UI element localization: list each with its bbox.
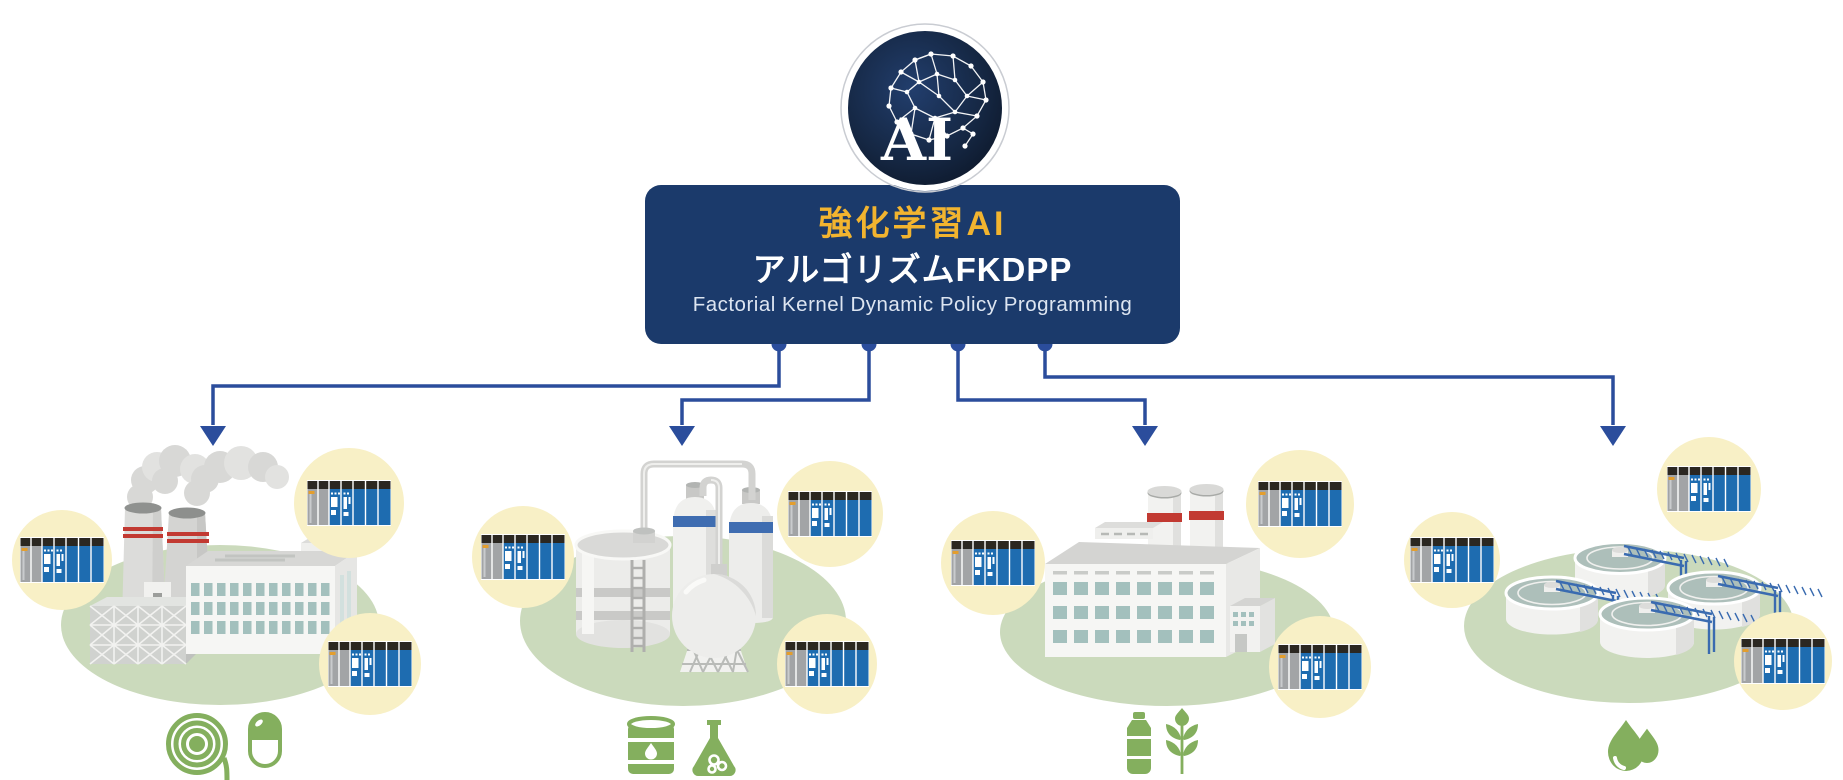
badge-outer-ring — [840, 23, 1010, 193]
ladder — [630, 560, 646, 652]
arrow-down-icon — [1600, 426, 1626, 446]
panel-subtitle: アルゴリズムFKDPP — [752, 250, 1073, 288]
plc-controller-rack-icon — [1741, 638, 1825, 684]
plc-controller-rack-icon — [307, 480, 391, 526]
plc-controller-rack-icon — [1258, 481, 1342, 527]
water-drops-icon — [1608, 720, 1662, 772]
controller-halo — [1269, 616, 1371, 718]
arrow-down-icon — [669, 426, 695, 446]
controller-halo — [1734, 612, 1832, 710]
plc-controller-rack-icon — [481, 534, 565, 580]
panel-title: 強化学習AI — [818, 205, 1007, 243]
plc-controller-rack-icon — [1278, 644, 1362, 690]
ai-panel: 強化学習AI アルゴリズムFKDPP Factorial Kernel Dyna… — [645, 185, 1180, 344]
clarifier-tanks — [1504, 541, 1823, 658]
plc-controller-rack-icon — [1667, 466, 1751, 512]
drop-glyph — [645, 743, 657, 760]
controller-halo — [472, 506, 574, 608]
arrow-down-icon — [1132, 426, 1158, 446]
controller-halo — [12, 510, 112, 610]
controller-halo — [1246, 450, 1354, 558]
plc-controller-rack-icon — [788, 491, 872, 537]
storage-tank — [574, 527, 672, 652]
oil-drum-icon — [626, 716, 676, 774]
arrow-down-icon — [200, 426, 226, 446]
smoke — [127, 445, 289, 510]
facility-water-treatment-illustration — [1464, 541, 1823, 703]
annex-building — [1230, 598, 1275, 652]
bottle-icon — [1125, 712, 1153, 774]
facility-food-factory-illustration — [1000, 484, 1334, 706]
film-roll-icon — [166, 713, 230, 780]
brain-network-icon — [886, 51, 989, 149]
capsule-icon — [248, 712, 282, 768]
chimneys — [1147, 484, 1224, 548]
wheat-icon — [1166, 708, 1198, 774]
controller-halo — [777, 614, 877, 714]
plc-controller-rack-icon — [20, 537, 104, 583]
facility-chemical-plant-illustration — [520, 460, 846, 706]
sphere-tank — [672, 564, 756, 673]
plc-controller-rack-icon — [785, 641, 869, 687]
ai-badge: AI — [840, 23, 1010, 193]
flask-icon — [692, 720, 736, 777]
controller-halo — [1657, 437, 1761, 541]
controller-halo — [941, 511, 1045, 615]
controller-halo — [777, 461, 883, 567]
plc-controller-rack-icon — [328, 641, 412, 687]
controller-halo — [1404, 512, 1500, 608]
ai-label: AI — [880, 106, 953, 174]
plc-controller-rack-icon — [1410, 537, 1494, 583]
pipes — [640, 460, 756, 572]
plc-controller-rack-icon — [951, 540, 1035, 586]
controller-halo — [294, 448, 404, 558]
controller-halo — [319, 613, 421, 715]
panel-caption: Factorial Kernel Dynamic Policy Programm… — [692, 293, 1133, 317]
